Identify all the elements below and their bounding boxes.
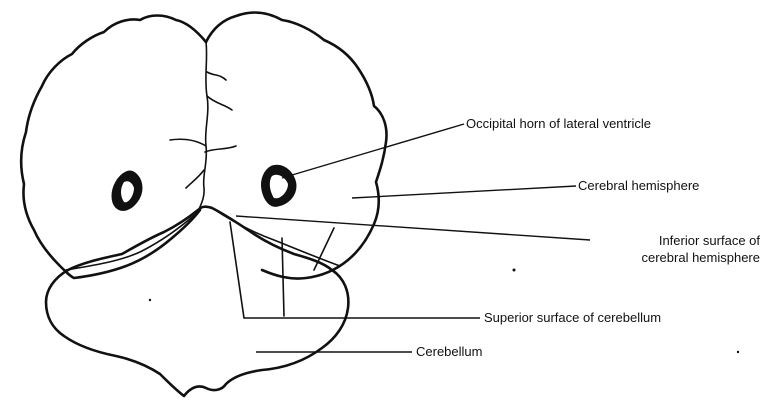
leader-occipital-horn xyxy=(282,124,464,178)
speck xyxy=(737,351,739,353)
sulcus xyxy=(186,170,204,188)
sulcus xyxy=(207,72,226,80)
sulcus xyxy=(207,96,232,110)
sulcus xyxy=(170,139,206,146)
inferior-surface-edge xyxy=(66,212,198,270)
longitudinal-fissure xyxy=(198,42,208,212)
label-cerebral-hemisphere: Cerebral hemisphere xyxy=(578,177,699,194)
label-superior-surface-cerebellum: Superior surface of cerebellum xyxy=(484,309,661,326)
label-inferior-surface-1: Inferior surface of xyxy=(580,232,760,249)
cerebellum-outline xyxy=(46,207,348,396)
leader-cerebral-hemisphere xyxy=(352,186,576,198)
superior-surface-line xyxy=(230,222,244,318)
left-hemisphere-outline xyxy=(21,16,206,279)
label-occipital-horn: Occipital horn of lateral ventricle xyxy=(466,115,651,132)
speck xyxy=(513,269,516,272)
speck xyxy=(149,299,151,301)
label-inferior-surface-2: cerebral hemisphere xyxy=(580,249,760,266)
sulcus xyxy=(205,146,236,152)
leader-inferior-surface xyxy=(236,216,590,240)
label-cerebellum: Cerebellum xyxy=(416,343,482,360)
